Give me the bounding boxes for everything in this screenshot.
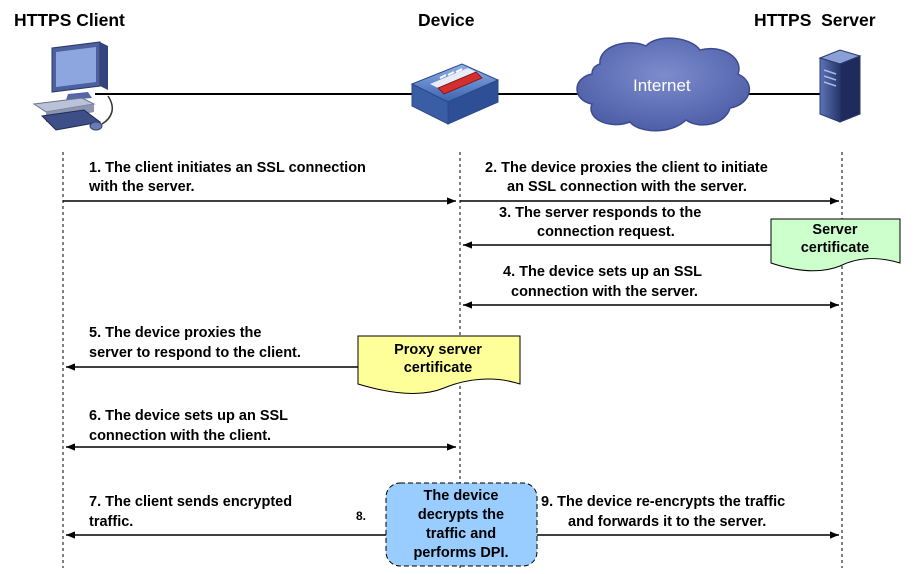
internet-label: Internet — [633, 76, 691, 95]
step-1-line-2: with the server. — [88, 179, 195, 195]
device-header: Device — [418, 10, 475, 30]
decrypt-box-line-2: decrypts the — [418, 507, 504, 523]
step-6-line-2: connection with the client. — [89, 428, 271, 444]
step-6-line-1: 6. The device sets up an SSL — [89, 408, 288, 424]
decrypt-box-line-4: performs DPI. — [413, 545, 508, 561]
decrypt-dpi-box: The device decrypts the traffic and perf… — [385, 482, 538, 567]
step-9-line-1: 9. The device re-encrypts the traffic — [541, 494, 785, 510]
client-header: HTTPS Client — [14, 10, 125, 30]
client-computer-icon — [32, 41, 113, 131]
server-tower-icon — [818, 49, 862, 123]
server-certificate-document: Server certificate — [770, 218, 901, 272]
internet-cloud-icon: Internet — [576, 37, 751, 132]
server-header: HTTPS Server — [754, 10, 876, 30]
step-7-line-1: 7. The client sends encrypted — [89, 494, 292, 510]
device-firewall-icon — [410, 63, 500, 125]
step-8-label: 8. — [356, 509, 366, 523]
step-1-line-1: 1. The client initiates an SSL connectio… — [89, 160, 366, 176]
step-3-line-1: 3. The server responds to the — [499, 205, 701, 221]
decrypt-box-line-1: The device — [424, 488, 499, 504]
step-2-line-2: an SSL connection with the server. — [507, 179, 747, 195]
step-9-line-2: and forwards it to the server. — [568, 514, 766, 530]
proxy-server-certificate-document: Proxy server certificate — [357, 335, 521, 395]
server-certificate-line-1: Server — [812, 222, 858, 238]
step-4-line-1: 4. The device sets up an SSL — [503, 264, 702, 280]
decrypt-box-line-3: traffic and — [426, 526, 496, 542]
step-7-line-2: traffic. — [89, 514, 133, 530]
proxy-certificate-line-1: Proxy server — [394, 342, 482, 358]
step-3-line-2: connection request. — [537, 224, 675, 240]
step-5-line-2: server to respond to the client. — [89, 345, 301, 361]
proxy-certificate-line-2: certificate — [404, 360, 473, 376]
server-certificate-line-2: certificate — [801, 240, 870, 256]
step-2-line-1: 2. The device proxies the client to init… — [485, 160, 768, 176]
step-4-line-2: connection with the server. — [511, 284, 698, 300]
step-5-line-1: 5. The device proxies the — [89, 325, 261, 341]
